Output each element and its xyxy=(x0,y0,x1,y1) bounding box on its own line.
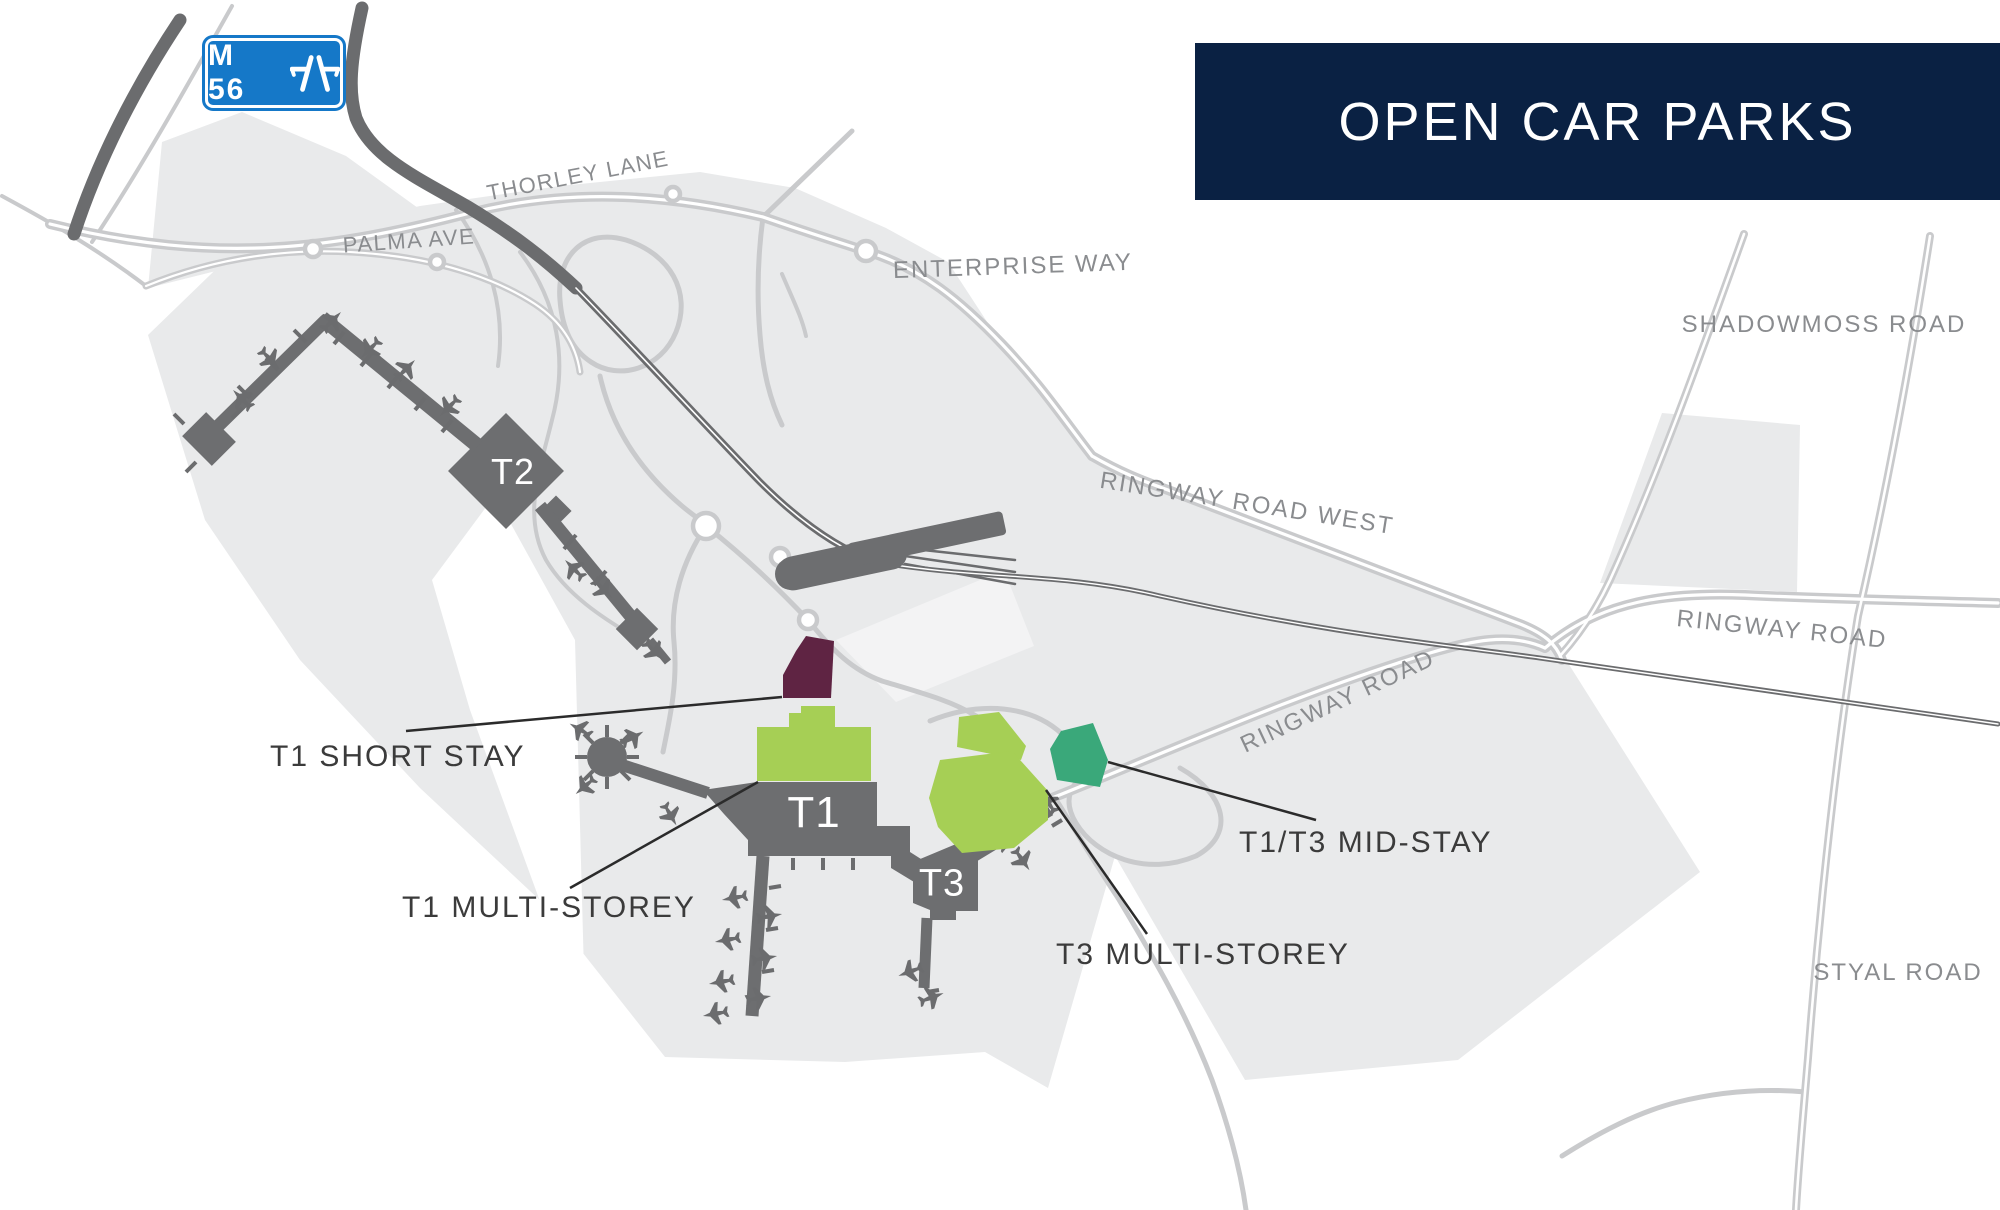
road-enterprise-way-centre xyxy=(761,215,1094,458)
road-t3-loop-a xyxy=(927,705,1065,737)
railway-station xyxy=(775,511,1007,591)
t3-building xyxy=(913,844,978,920)
car-park-t1-t3-mid-stay xyxy=(1050,723,1108,787)
land-light-wedge xyxy=(836,570,1034,702)
roundabout xyxy=(663,184,683,204)
road-forecourt-1 xyxy=(660,523,709,755)
road-central-loop xyxy=(557,234,684,374)
road-south-east xyxy=(1115,895,1249,1210)
t1-building xyxy=(703,782,932,885)
m56-motorway-sign: M 56 xyxy=(205,38,343,108)
motorway-icon xyxy=(289,55,340,92)
roundabout xyxy=(853,238,879,264)
road-ringway-east-centre xyxy=(1543,592,2000,650)
road-styal xyxy=(1792,232,1934,1210)
page-title: OPEN CAR PARKS xyxy=(1338,91,1857,152)
t2-pier-southwest-arm xyxy=(209,315,331,435)
railway-into-station-gap xyxy=(575,287,877,563)
road-ringway-west-centre xyxy=(1090,454,1564,662)
road-styal-centre xyxy=(1794,234,1932,1210)
roundabout xyxy=(796,608,820,632)
leader-t1-short-stay xyxy=(405,695,783,733)
roundabout xyxy=(690,510,722,542)
m56-sliproad-west xyxy=(67,13,187,241)
land-shadowmoss-parcel xyxy=(1600,413,1800,592)
m56-route-number: M 56 xyxy=(208,39,246,106)
car-park-t1-multi-storey xyxy=(757,706,871,781)
station-platforms xyxy=(847,511,1007,567)
road-nw-minor-1 xyxy=(90,4,234,244)
t3-pier-south xyxy=(918,917,933,989)
road-bottom-right-branch xyxy=(1559,1087,1809,1159)
land-white-notch xyxy=(432,495,585,1010)
leader-t1-t3-mid-stay xyxy=(1107,760,1317,822)
leader-t3-multi-storey xyxy=(1044,789,1149,935)
m56-mainline xyxy=(344,1,583,295)
motorway-and-railway xyxy=(67,1,2000,727)
road-ringway-mid-centre xyxy=(1050,637,1547,800)
road-forecourt-2 xyxy=(703,523,811,623)
road-network xyxy=(0,4,2000,1210)
car-park-t1-short-stay xyxy=(783,636,834,698)
road-shadowmoss-centre xyxy=(1558,232,1746,658)
car-park-t3-multi-storey-upper xyxy=(957,712,1026,760)
car-park-areas xyxy=(757,636,1108,853)
road-t3-loop-c xyxy=(1066,765,1224,867)
t1-satellite-hammerhead xyxy=(587,737,627,777)
leader-lines xyxy=(405,695,1317,935)
t2-west-satellite xyxy=(182,412,236,466)
t2-pier-southeast xyxy=(534,501,648,635)
t2-pier-northwest xyxy=(317,312,483,452)
railway-east-gap xyxy=(875,561,1999,725)
roundabout xyxy=(427,252,447,272)
roundabout xyxy=(302,238,324,260)
road-south-into-site xyxy=(755,214,785,428)
road-enterprise-stub xyxy=(760,128,855,220)
title-banner: OPEN CAR PARKS xyxy=(1195,43,2000,200)
leader-t1-multi-storey xyxy=(569,780,759,890)
t1-satellite-pier xyxy=(620,759,710,799)
road-site-spur xyxy=(780,272,808,338)
car-park-t3-multi-storey xyxy=(929,751,1048,853)
